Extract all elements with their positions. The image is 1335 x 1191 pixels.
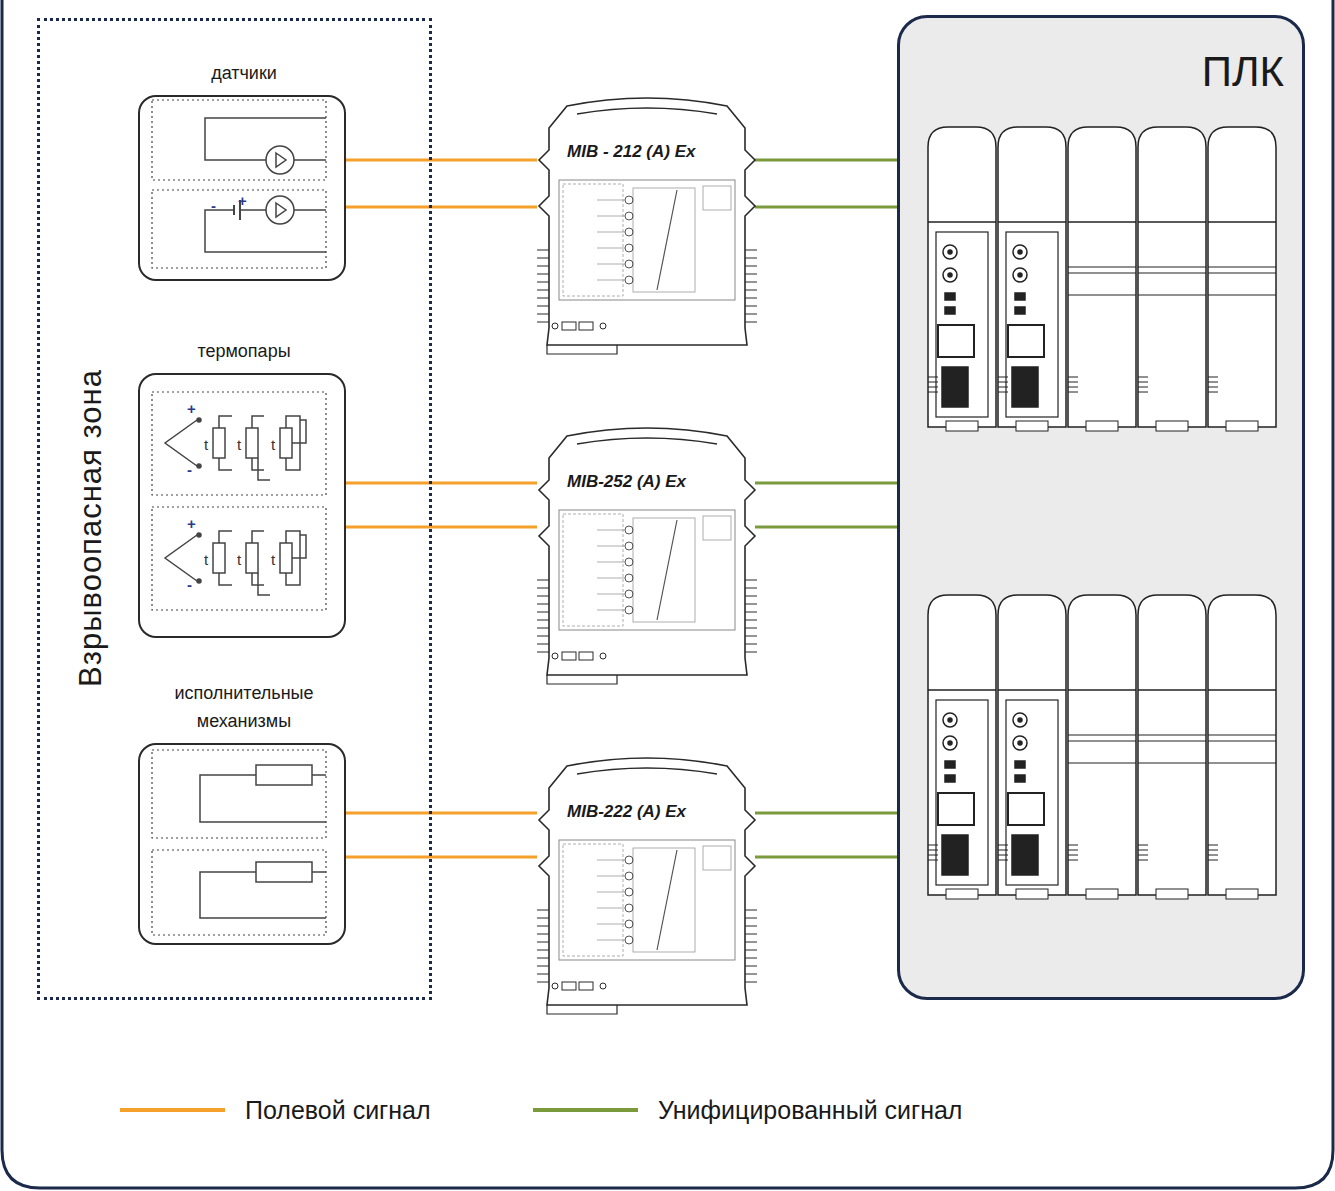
signal-wire xyxy=(755,206,897,209)
signal-wire xyxy=(346,206,537,209)
plc-title: ПЛК xyxy=(1202,48,1284,96)
temperature-mark: t xyxy=(237,437,241,452)
zone-title: Взрывоопасная зона xyxy=(73,365,109,691)
legend-text: Унифицированный сигнал xyxy=(658,1096,962,1124)
signal-wire xyxy=(755,526,897,529)
plc-rack-drawing xyxy=(897,15,1305,1000)
polarity-mark: - xyxy=(187,462,192,477)
plc-box: ПЛК xyxy=(897,15,1305,1000)
signal-wire xyxy=(346,856,537,859)
temperature-mark: t xyxy=(271,552,275,567)
barrier-module: MIB - 212 (A) Ex xyxy=(537,100,757,345)
signal-wire xyxy=(755,159,897,162)
device-symbols xyxy=(152,100,326,935)
signal-wire xyxy=(755,482,897,485)
signal-wire xyxy=(346,482,537,485)
hazard-zone: Взрывоопасная зона датчики термопары исполн… xyxy=(37,18,432,1000)
group-heading: термопары xyxy=(130,337,358,365)
module-bodies xyxy=(537,98,757,1014)
actuator-group: исполнительные механизмы xyxy=(138,743,346,945)
temperature-mark: t xyxy=(204,437,208,452)
group-heading: датчики xyxy=(130,59,358,87)
signal-wire xyxy=(346,812,537,815)
module-label: MIB-252 (A) Ex xyxy=(565,472,688,492)
signal-wire xyxy=(755,812,897,815)
module-label: MIB-222 (A) Ex xyxy=(565,802,688,822)
group-heading: исполнительные механизмы xyxy=(130,679,358,735)
temperature-mark: t xyxy=(237,552,241,567)
legend-swatch xyxy=(533,1108,638,1112)
barrier-module: MIB-252 (A) Ex xyxy=(537,430,757,675)
polarity-mark: + xyxy=(238,193,247,208)
barrier-module: MIB-222 (A) Ex xyxy=(537,760,757,1005)
sensor-group: датчики xyxy=(138,95,346,281)
legend-swatch xyxy=(120,1108,225,1112)
module-label: MIB - 212 (A) Ex xyxy=(565,142,697,162)
temperature-mark: t xyxy=(204,552,208,567)
signal-wire xyxy=(755,856,897,859)
signal-wire xyxy=(346,526,537,529)
legend-text: Полевой сигнал xyxy=(245,1096,431,1124)
polarity-mark: + xyxy=(187,401,196,416)
temperature-mark: t xyxy=(271,437,275,452)
polarity-mark: + xyxy=(187,516,196,531)
thermocouple-group: термопары xyxy=(138,373,346,638)
polarity-mark: - xyxy=(211,198,216,213)
signal-wire xyxy=(346,159,537,162)
polarity-mark: - xyxy=(187,577,192,592)
